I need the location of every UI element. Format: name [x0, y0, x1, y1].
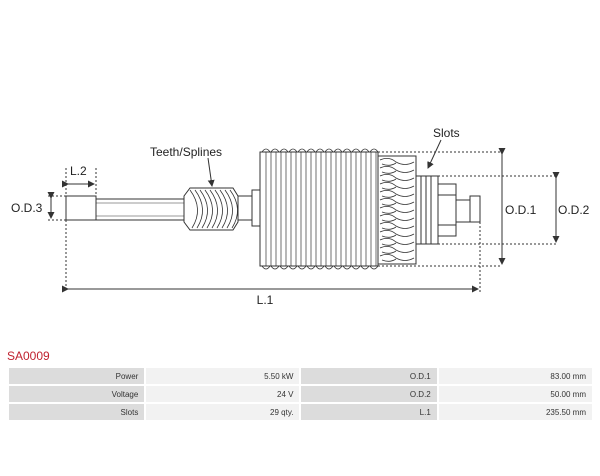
- label-slots: Slots: [433, 126, 460, 140]
- spec-label: O.D.2: [301, 386, 437, 402]
- label-od3: O.D.3: [11, 201, 43, 215]
- table-row: Slots 29 qty. L.1 235.50 mm: [9, 404, 592, 420]
- commutator: [415, 175, 481, 245]
- splines-gear: [183, 187, 239, 231]
- dimension-lines: [47, 148, 560, 293]
- spec-value: 83.00 mm: [438, 368, 592, 384]
- spec-value: 50.00 mm: [438, 386, 592, 402]
- spec-label: Power: [9, 368, 145, 384]
- spec-value: 5.50 kW: [146, 368, 300, 384]
- commutator-windings: [377, 155, 417, 265]
- spec-value: 235.50 mm: [438, 404, 592, 420]
- callout-leaders: [207, 139, 442, 187]
- armature-diagram: Slots Teeth/Splines L.2 O.D.3 O.D.1 O.D.…: [11, 126, 590, 307]
- spec-label: Voltage: [9, 386, 145, 402]
- spec-value: 29 qty.: [146, 404, 300, 420]
- spec-label: Slots: [9, 404, 145, 420]
- table-row: Voltage 24 V O.D.2 50.00 mm: [9, 386, 592, 402]
- label-od1: O.D.1: [505, 203, 537, 217]
- label-l2: L.2: [70, 164, 87, 178]
- spec-value: 24 V: [146, 386, 300, 402]
- spec-label: O.D.1: [301, 368, 437, 384]
- label-od2: O.D.2: [558, 203, 590, 217]
- label-l1: L.1: [257, 293, 274, 307]
- part-code: SA0009: [7, 349, 50, 363]
- specs-table: Power 5.50 kW O.D.1 83.00 mm Voltage 24 …: [7, 366, 594, 422]
- armature-core: [259, 148, 379, 270]
- table-row: Power 5.50 kW O.D.1 83.00 mm: [9, 368, 592, 384]
- label-teeth-splines: Teeth/Splines: [150, 145, 222, 159]
- spec-label: L.1: [301, 404, 437, 420]
